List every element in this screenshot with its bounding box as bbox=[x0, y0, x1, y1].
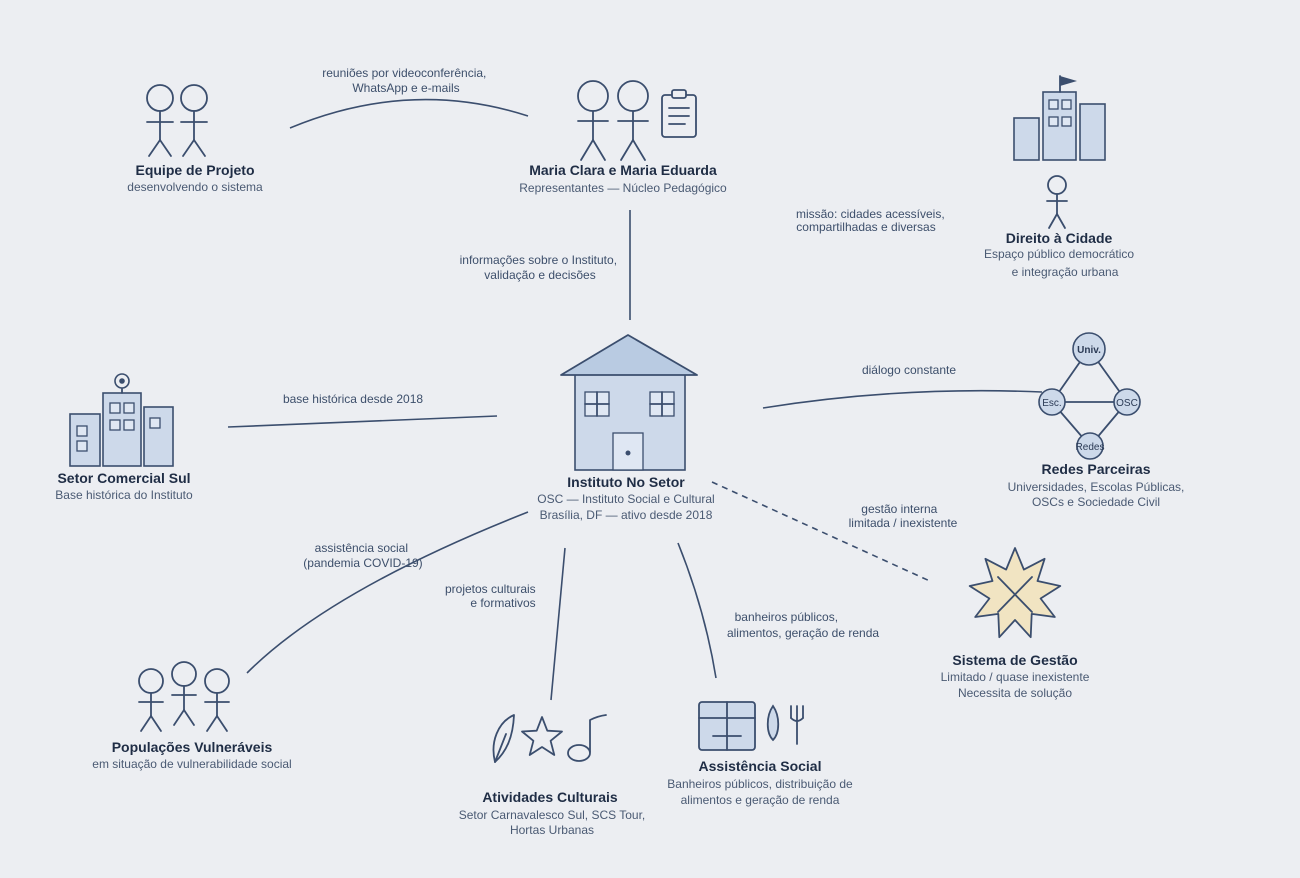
edge-label-instituto-populacoes: assistência social (pandemia COVID-19) bbox=[303, 541, 422, 570]
edge-label-instituto-atividades: projetos culturais e formativos bbox=[445, 582, 539, 610]
food-utensils-icon bbox=[698, 701, 804, 751]
network-node-redes: Redes bbox=[1076, 442, 1105, 453]
setor-title: Setor Comercial Sul bbox=[57, 470, 190, 486]
direito-line-1: Espaço público democrático bbox=[984, 247, 1134, 261]
two-people-clipboard-icon bbox=[577, 80, 697, 161]
edge-label-maria-instituto: informações sobre o Instituto, validação… bbox=[460, 253, 621, 282]
edge-label-equipe-maria: reuniões por videoconferência, WhatsApp … bbox=[322, 66, 489, 95]
network-node-esc: Esc. bbox=[1042, 398, 1061, 409]
edge-equipe-maria bbox=[289, 98, 529, 129]
equipe-node: Equipe de Projeto desenvolvendo o sistem… bbox=[127, 84, 263, 194]
redes-line-2: OSCs e Sociedade Civil bbox=[1032, 495, 1160, 509]
edge-label-direito: missão: cidades acessíveis, compartilhad… bbox=[796, 207, 948, 234]
direito-line-2: e integração urbana bbox=[1012, 265, 1119, 279]
populacoes-subtitle: em situação de vulnerabilidade social bbox=[92, 757, 291, 771]
sistema-line-2: Necessita de solução bbox=[958, 686, 1072, 700]
instituto-line-1: OSC — Instituto Social e Cultural bbox=[537, 492, 714, 506]
equipe-title: Equipe de Projeto bbox=[135, 162, 254, 178]
instituto-line-2: Brasília, DF — ativo desde 2018 bbox=[540, 508, 713, 522]
maria-title: Maria Clara e Maria Eduarda bbox=[529, 162, 717, 178]
atividades-node: Atividades Culturais Setor Carnavalesco … bbox=[459, 714, 646, 837]
edge-setor-instituto bbox=[227, 415, 498, 428]
edge-instituto-sistema bbox=[711, 481, 933, 583]
redes-title: Redes Parceiras bbox=[1042, 461, 1151, 477]
sistema-title: Sistema de Gestão bbox=[952, 652, 1077, 668]
edge-label-instituto-redes: diálogo constante bbox=[862, 363, 956, 377]
instituto-node: Instituto No Setor OSC — Instituto Socia… bbox=[537, 334, 715, 522]
assistencia-title: Assistência Social bbox=[699, 758, 822, 774]
redes-line-1: Universidades, Escolas Públicas, bbox=[1008, 480, 1185, 494]
direito-title: Direito à Cidade bbox=[1006, 230, 1113, 246]
sistema-node: Sistema de Gestão Limitado / quase inexi… bbox=[941, 547, 1090, 700]
house-icon bbox=[560, 334, 698, 471]
three-people-icon bbox=[138, 661, 230, 732]
atividades-line-2: Hortas Urbanas bbox=[510, 823, 594, 837]
setor-node: Setor Comercial Sul Base histórica do In… bbox=[55, 373, 193, 502]
office-buildings-icon bbox=[69, 373, 174, 467]
direito-node: Direito à Cidade Espaço público democrát… bbox=[984, 75, 1134, 279]
edge-instituto-assistencia bbox=[677, 542, 717, 679]
sistema-line-1: Limitado / quase inexistente bbox=[941, 670, 1090, 684]
edge-instituto-atividades bbox=[550, 547, 566, 701]
edge-label-setor-instituto: base histórica desde 2018 bbox=[283, 392, 423, 406]
equipe-subtitle: desenvolvendo o sistema bbox=[127, 180, 263, 194]
city-buildings-person-icon bbox=[1013, 75, 1106, 229]
edge-instituto-populacoes bbox=[246, 511, 529, 674]
redes-node: Univ. Esc. OSC Redes Redes Parceiras Uni… bbox=[1008, 332, 1185, 509]
instituto-title: Instituto No Setor bbox=[567, 474, 685, 490]
broken-star-icon bbox=[968, 547, 1062, 639]
maria-node: Maria Clara e Maria Eduarda Representant… bbox=[519, 80, 727, 195]
network-node-osc: OSC bbox=[1116, 398, 1138, 409]
populacoes-node: Populações Vulneráveis em situação de vu… bbox=[92, 661, 292, 771]
assistencia-line-1: Banheiros públicos, distribuição de bbox=[667, 777, 853, 791]
atividades-line-1: Setor Carnavalesco Sul, SCS Tour, bbox=[459, 808, 646, 822]
network-graph-icon: Univ. Esc. OSC Redes bbox=[1038, 332, 1141, 460]
atividades-title: Atividades Culturais bbox=[482, 789, 618, 805]
setor-subtitle: Base histórica do Instituto bbox=[55, 488, 193, 502]
populacoes-title: Populações Vulneráveis bbox=[112, 739, 273, 755]
edge-label-instituto-assistencia: banheiros públicos, alimentos, geração d… bbox=[727, 610, 879, 640]
network-node-univ: Univ. bbox=[1077, 345, 1101, 356]
two-people-icon bbox=[146, 84, 208, 157]
edge-instituto-redes bbox=[762, 389, 1043, 409]
edge-label-instituto-sistema: gestão interna limitada / inexistente bbox=[849, 502, 958, 530]
maria-subtitle: Representantes — Núcleo Pedagógico bbox=[519, 181, 727, 195]
feather-star-music-icon bbox=[492, 714, 607, 763]
assistencia-line-2: alimentos e geração de renda bbox=[681, 793, 840, 807]
assistencia-node: Assistência Social Banheiros públicos, d… bbox=[667, 701, 853, 807]
